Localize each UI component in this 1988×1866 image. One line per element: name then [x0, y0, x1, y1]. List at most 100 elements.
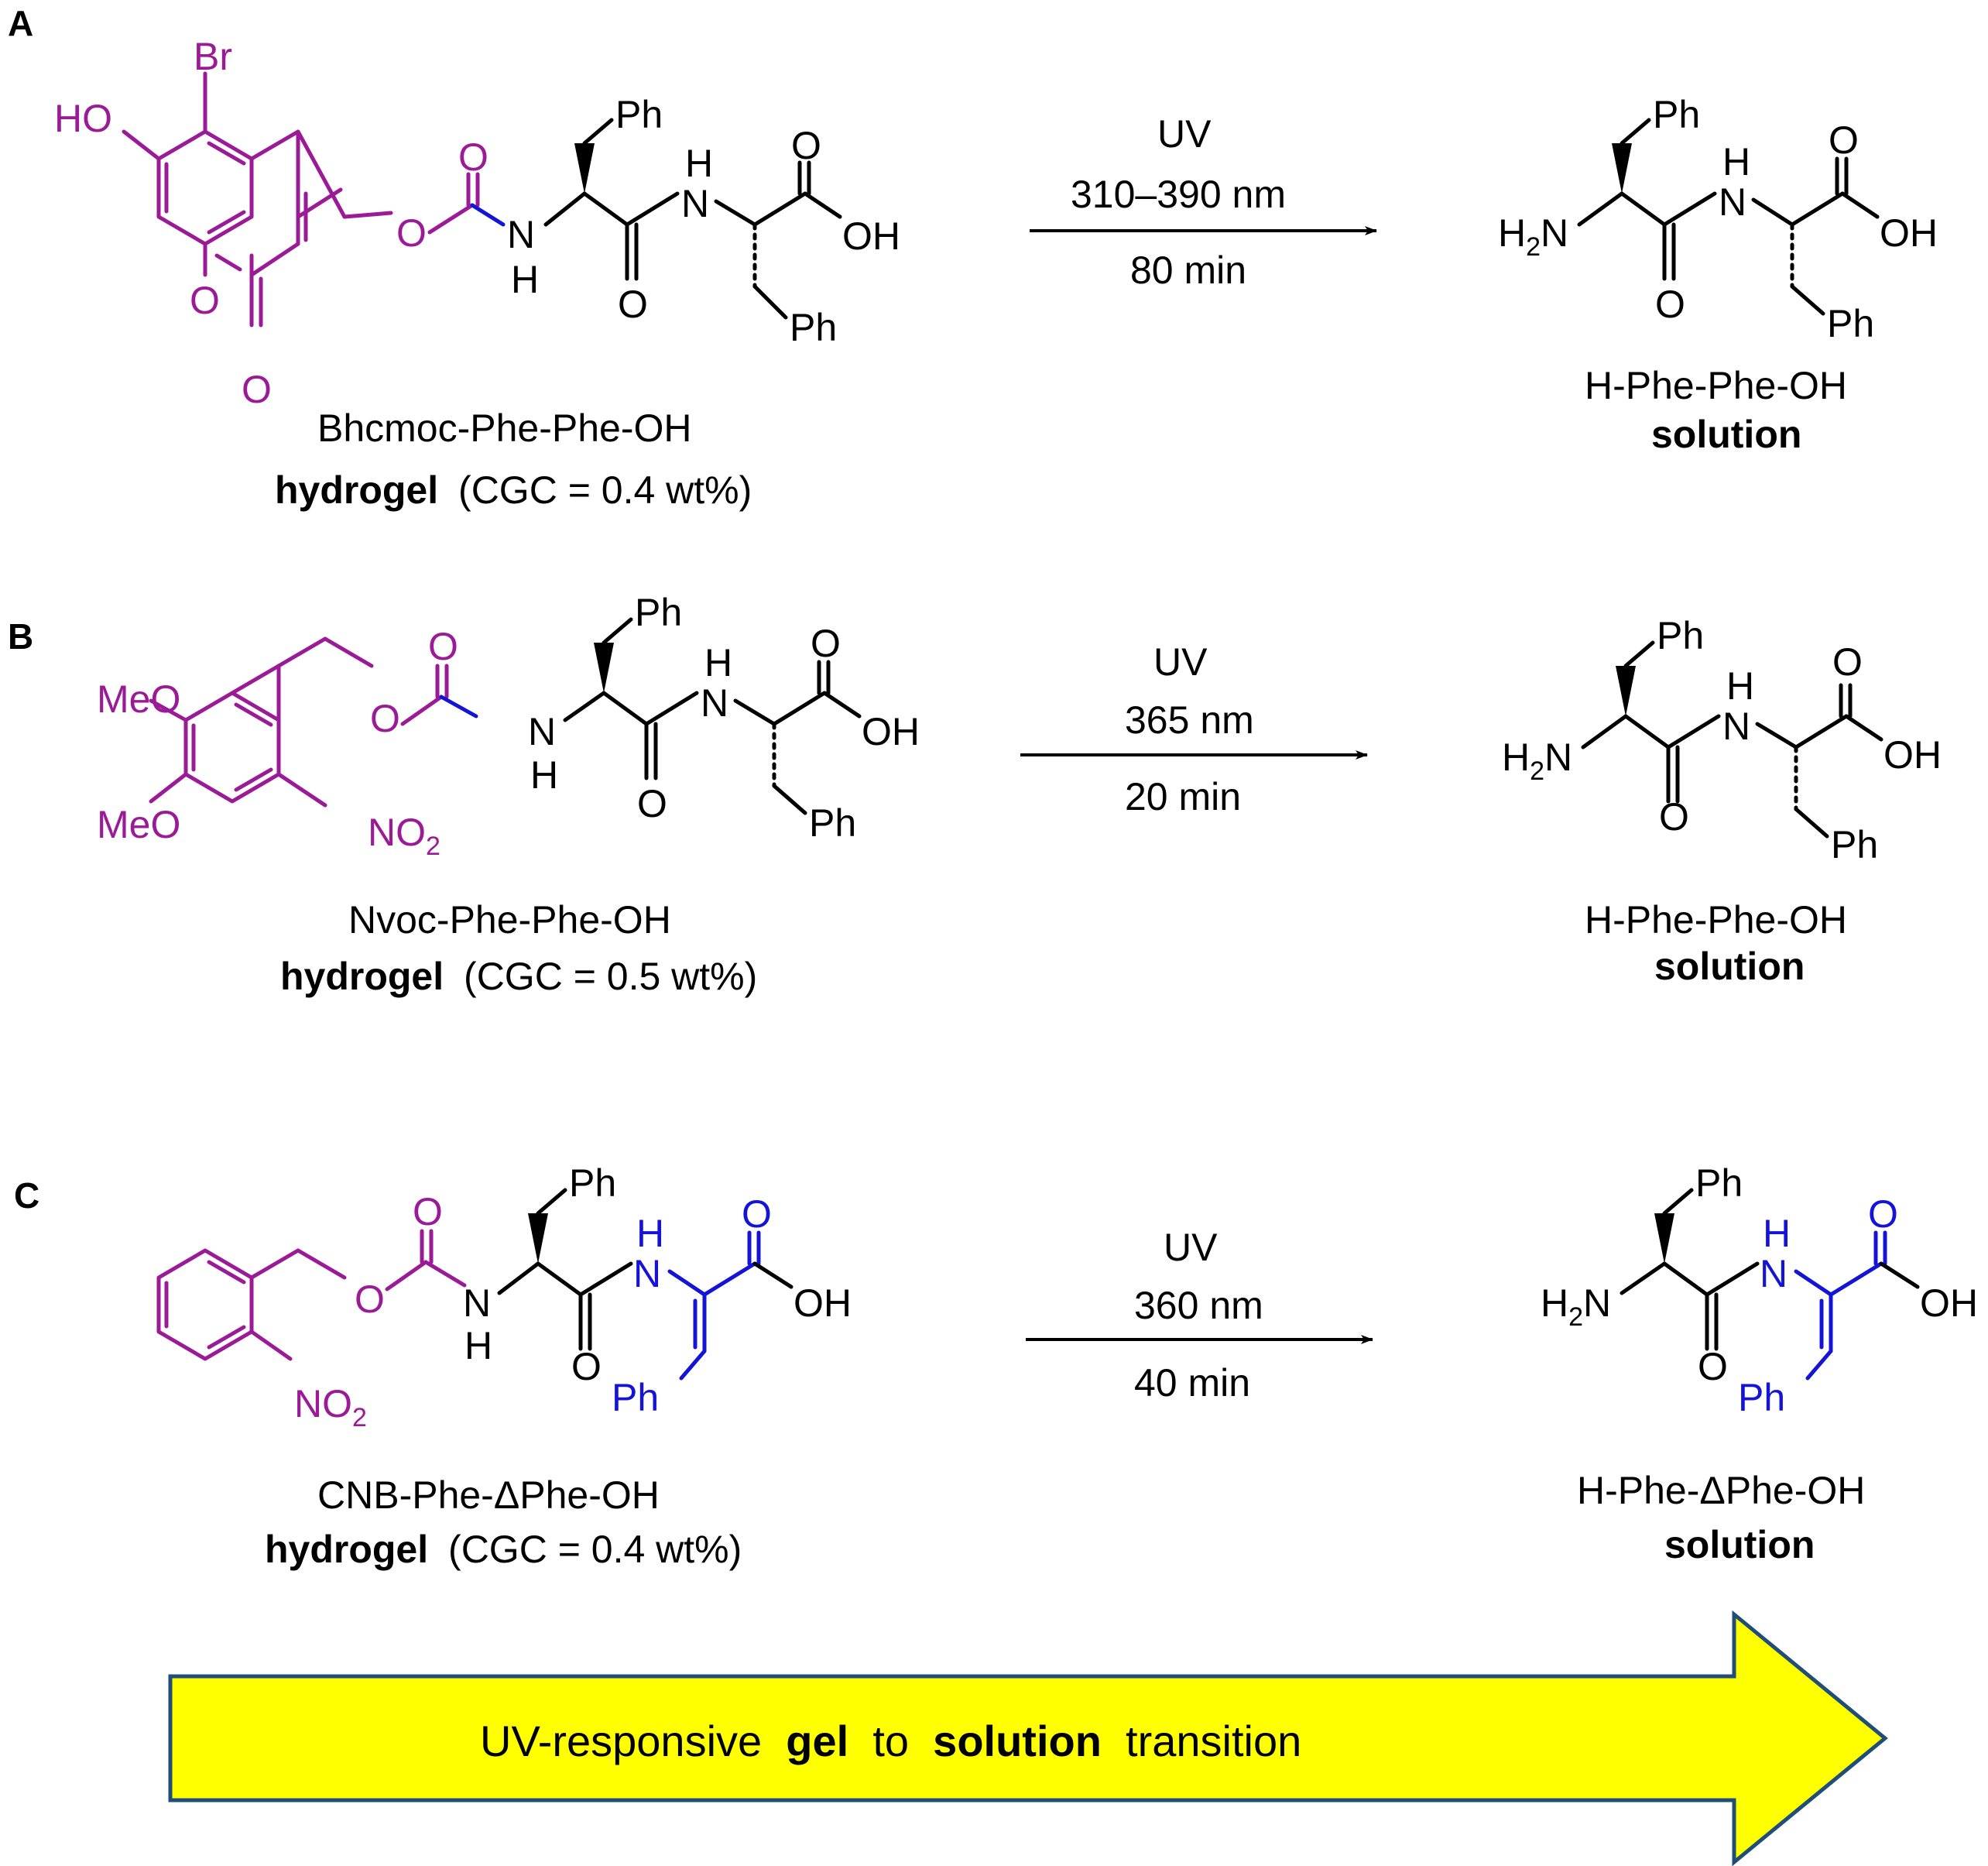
condition-time-c: 40 min — [1134, 1361, 1250, 1405]
atom-ph: Ph — [1695, 1161, 1743, 1205]
banner-text: UV-responsive gel to solution transition — [480, 1717, 1301, 1765]
reactant-name-b: Nvoc-Phe-Phe-OH — [348, 898, 671, 942]
atom-ph: Ph — [1831, 823, 1878, 866]
condition-wavelength-a: 310–390 nm — [1071, 173, 1286, 216]
atom-ph: Ph — [1738, 1376, 1785, 1419]
atom-ester-o: O — [396, 211, 427, 255]
product-state-a: solution — [1651, 413, 1801, 456]
atom-oh: OH — [1920, 1281, 1978, 1325]
atom-h: H — [704, 641, 732, 684]
panel-label-a: A — [8, 3, 33, 43]
atom-n: N — [1760, 1252, 1787, 1295]
reactant-name-a: Bhcmoc-Phe-Phe-OH — [317, 406, 692, 450]
reactant-name-c: CNB-Phe-ΔPhe-OH — [317, 1473, 660, 1517]
product-state-c: solution — [1664, 1523, 1815, 1566]
panel-b: B MeO MeO O O NO2 N H — [8, 591, 1942, 998]
atom-meo: MeO — [97, 803, 180, 846]
atom-h: H — [1726, 664, 1754, 708]
nvoc-group: MeO MeO O O NO2 — [97, 625, 478, 861]
atom-o: O — [618, 283, 648, 326]
banner-text-5: transition — [1113, 1717, 1301, 1765]
reactant-cgc-a: (CGC = 0.4 wt%) — [458, 468, 752, 512]
condition-wavelength-c: 360 nm — [1134, 1284, 1263, 1327]
atom-ph: Ph — [612, 1376, 659, 1419]
atom-ph: Ph — [615, 93, 663, 136]
atom-h: H — [530, 753, 558, 797]
condition-time-b: 20 min — [1125, 775, 1241, 818]
atom-no2: NO2 — [294, 1382, 367, 1432]
atom-n: N — [633, 1252, 661, 1295]
product-name-b: H-Phe-Phe-OH — [1585, 898, 1847, 942]
reactant-state-a: hydrogel — [275, 468, 438, 512]
atom-carbamate-o: O — [413, 1190, 443, 1233]
condition-time-a: 80 min — [1130, 249, 1246, 292]
atom-carbamate-o: O — [458, 135, 488, 179]
atom-o: O — [1698, 1345, 1728, 1388]
atom-meo: MeO — [97, 677, 180, 721]
atom-h: H — [511, 258, 539, 301]
bhcmoc-group: Br HO O O O O — [54, 35, 506, 411]
panel-label-b: B — [8, 616, 33, 657]
atom-n: N — [463, 1281, 491, 1325]
atom-oh: OH — [1880, 211, 1938, 255]
banner-text-3: to — [861, 1717, 921, 1765]
atom-o: O — [1832, 640, 1863, 684]
phe-phe-backbone-b: N H Ph O N H Ph O OH — [528, 591, 920, 845]
atom-n: N — [507, 213, 535, 256]
panel-label-c: C — [14, 1175, 39, 1216]
reactant-state-line-a: hydrogel (CGC = 0.4 wt%) — [275, 468, 752, 512]
atom-ph: Ph — [809, 801, 856, 845]
atom-ho: HO — [54, 97, 112, 140]
cnb-group: O O NO2 — [156, 1190, 467, 1432]
phe-phe-backbone-a: N H Ph O N H Ph O OH — [507, 93, 900, 349]
atom-br: Br — [194, 35, 232, 78]
atom-ph: Ph — [1657, 614, 1704, 657]
condition-source-c: UV — [1164, 1226, 1218, 1269]
atom-ph: Ph — [1827, 302, 1874, 345]
atom-h2n: H2N — [1502, 736, 1572, 786]
banner-text-1: UV-responsive — [480, 1717, 774, 1765]
transition-banner: UV-responsive gel to solution transition — [168, 1610, 1888, 1866]
phe-dphe-backbone-c: N H Ph O N H Ph O OH — [463, 1161, 852, 1419]
banner-text-2: gel — [786, 1717, 848, 1765]
atom-h: H — [1722, 140, 1750, 184]
product-name-c: H-Phe-ΔPhe-OH — [1577, 1469, 1865, 1512]
atom-n: N — [528, 710, 556, 753]
atom-ph: Ph — [635, 591, 682, 634]
product-structure-b: H2N Ph O N H Ph O OH — [1502, 614, 1942, 866]
product-structure-c: H2N Ph O N H Ph O OH — [1541, 1161, 1978, 1419]
condition-source-b: UV — [1153, 640, 1208, 684]
atom-h: H — [1763, 1212, 1791, 1255]
atom-oh: OH — [793, 1281, 852, 1325]
atom-o: O — [742, 1192, 772, 1236]
atom-ester-o: O — [370, 697, 400, 740]
atom-h: H — [636, 1212, 664, 1255]
reactant-cgc-b: (CGC = 0.5 wt%) — [464, 955, 757, 998]
atom-n: N — [1722, 705, 1750, 748]
atom-oh: OH — [862, 710, 920, 753]
atom-h: H — [464, 1324, 492, 1367]
atom-carbamate-o: O — [428, 625, 458, 668]
atom-ph: Ph — [569, 1161, 616, 1205]
atom-oh: OH — [1883, 733, 1942, 777]
reactant-state-line-b: hydrogel (CGC = 0.5 wt%) — [280, 955, 757, 998]
atom-o: O — [791, 124, 821, 167]
atom-ph: Ph — [790, 306, 837, 349]
atom-ring-o: O — [190, 279, 220, 322]
atom-o: O — [571, 1345, 602, 1388]
reactant-state-line-c: hydrogel (CGC = 0.4 wt%) — [265, 1528, 742, 1571]
reactant-state-c: hydrogel — [265, 1528, 428, 1571]
atom-n: N — [681, 182, 709, 225]
condition-source-a: UV — [1157, 112, 1212, 156]
atom-o: O — [811, 622, 841, 665]
atom-h2n: H2N — [1541, 1281, 1611, 1332]
atom-h2n: H2N — [1498, 211, 1568, 262]
atom-oh: OH — [842, 214, 900, 258]
atom-n: N — [701, 681, 728, 725]
atom-no2: NO2 — [368, 811, 440, 861]
atom-o: O — [1868, 1192, 1898, 1236]
atom-o: O — [1829, 118, 1859, 162]
atom-o: O — [1659, 795, 1689, 839]
product-name-a: H-Phe-Phe-OH — [1585, 364, 1847, 407]
